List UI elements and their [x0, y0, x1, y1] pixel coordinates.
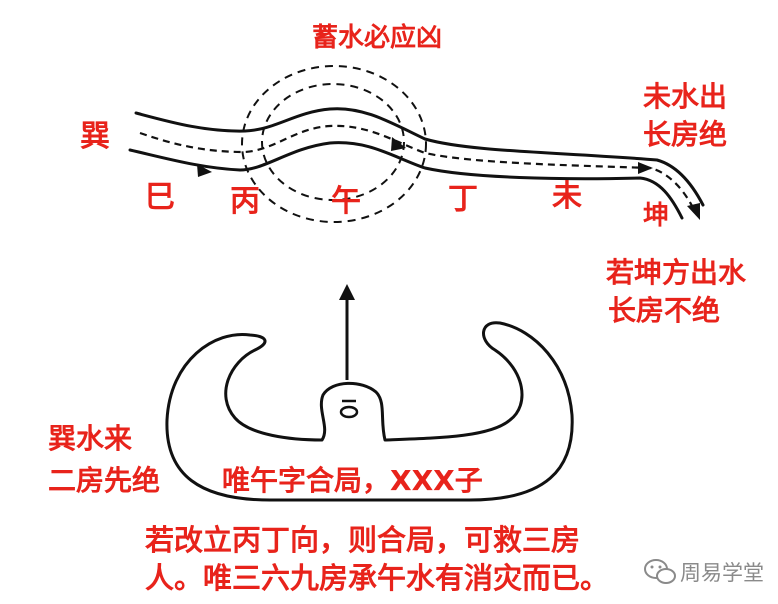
inner-pool-circle: [261, 83, 405, 201]
label-xun: 巽: [80, 119, 110, 154]
flow-arrow-icon: [391, 137, 406, 151]
note-bottom-line2: 人。唯三六九房承午水有消灾而已。: [145, 561, 609, 595]
watermark-text: 周易学堂: [680, 561, 764, 585]
wechat-icon: [644, 559, 676, 584]
label-wu: 午: [331, 184, 361, 219]
river-bottom-bank: [128, 141, 684, 220]
river-top-bank: [134, 107, 705, 207]
house-symbol-icon: [339, 399, 359, 419]
label-kun: 坤: [643, 201, 669, 231]
facing-arrow-icon: [339, 284, 355, 300]
flow-arrow-icon: [638, 162, 653, 174]
armchair-terrain-outline: [165, 321, 574, 502]
note-xun-in-line2: 二房先绝: [48, 464, 160, 497]
note-wei-out-line1: 未水出: [643, 80, 727, 113]
diagram-title: 蓄水必应凶: [312, 22, 442, 53]
note-wei-out-line2: 长房绝: [643, 118, 727, 151]
note-kun-out-line1: 若坤方出水: [606, 256, 747, 289]
flow-arrow-icon: [197, 164, 212, 177]
flow-arrow-icon: [687, 203, 700, 220]
note-xun-in-line1: 巽水来: [48, 422, 132, 455]
label-ding: 丁: [448, 182, 478, 217]
label-si: 巳: [145, 180, 175, 215]
note-center: 唯午字合局，XXX子: [222, 464, 483, 497]
note-kun-out-line2: 长房不绝: [608, 294, 720, 327]
note-bottom-line1: 若改立丙丁向，则合局，可救三房: [145, 523, 580, 557]
label-bing: 丙: [230, 184, 260, 219]
label-wei: 未: [552, 179, 582, 214]
outer-pool-circle: [241, 65, 427, 223]
